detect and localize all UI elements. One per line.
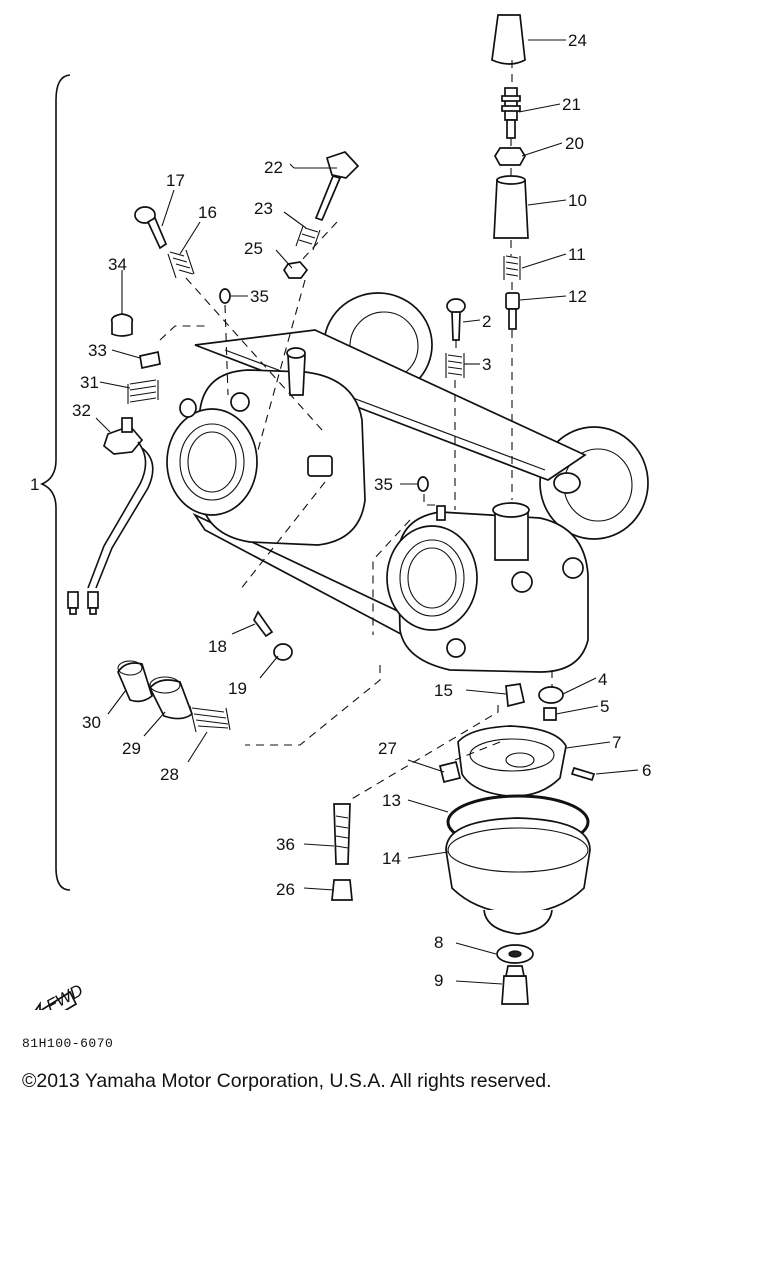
- fwd-arrow-icon: FWD: [34, 981, 86, 1010]
- fwd-label: FWD: [43, 981, 86, 1010]
- copyright-notice: ©2013 Yamaha Motor Corporation, U.S.A. A…: [22, 1070, 552, 1092]
- callout-label: 5: [600, 697, 609, 716]
- callout-label: 1: [30, 475, 39, 494]
- part-9-plug: [501, 965, 529, 1005]
- callout-label: 19: [228, 679, 247, 698]
- callout-label: 34: [108, 255, 127, 274]
- callout-label: 18: [208, 637, 227, 656]
- callout-label: 2: [482, 312, 491, 331]
- part-4-washer: [538, 686, 564, 704]
- callout-label: 27: [378, 739, 397, 758]
- callout-label: 14: [382, 849, 401, 868]
- part-3-spring: [445, 353, 465, 378]
- leader-lines: [95, 39, 639, 985]
- callout-label: 12: [568, 287, 587, 306]
- part-5-jet: [543, 707, 557, 721]
- callout-label: 35: [374, 475, 393, 494]
- carburetor-body: [166, 292, 649, 673]
- part-17-screw: [134, 206, 168, 250]
- part-18-pin: [253, 610, 274, 638]
- part-22-screw: [314, 151, 360, 222]
- callout-label: 26: [276, 880, 295, 899]
- part-24-cap: [491, 14, 526, 65]
- part-12-needle: [505, 292, 520, 330]
- part-23-spring: [295, 225, 321, 251]
- diagram-code: 81H100-6070: [22, 1036, 114, 1051]
- part-11-spring: [503, 255, 521, 280]
- part-32-choke-plunger: [67, 417, 154, 615]
- part-28-spring: [189, 705, 231, 733]
- part-20-nut: [494, 147, 526, 166]
- callout-label: 15: [434, 681, 453, 700]
- callout-label: 23: [254, 199, 273, 218]
- part-35-oring-right: [417, 476, 429, 492]
- callout-label: 33: [88, 341, 107, 360]
- assembly-bracket: [39, 74, 71, 891]
- part-30-collar: [117, 660, 153, 703]
- callout-label: 3: [482, 355, 491, 374]
- part-21-fitting: [501, 87, 521, 139]
- callout-label: 30: [82, 713, 101, 732]
- callout-label: 28: [160, 765, 179, 784]
- callout-label: 29: [122, 739, 141, 758]
- part-29-sleeve: [148, 676, 194, 720]
- part-19-clip: [273, 643, 293, 661]
- part-26-jet: [331, 879, 353, 901]
- part-15-jet: [505, 683, 526, 708]
- callout-label: 6: [642, 761, 651, 780]
- callout-label: 21: [562, 95, 581, 114]
- part-33-washer: [139, 350, 161, 370]
- part-36-needle-jet: [333, 803, 351, 865]
- callout-label: 11: [568, 245, 586, 264]
- callouts: 1 2 3 4 5 6 7 8 9 10 11 12 13 14 15 16 1…: [30, 31, 651, 990]
- callout-label: 7: [612, 733, 621, 752]
- part-35-oring-top: [219, 288, 231, 304]
- callout-label: 20: [565, 134, 584, 153]
- callout-label: 25: [244, 239, 263, 258]
- callout-label: 36: [276, 835, 295, 854]
- part-8-washer: [496, 944, 534, 964]
- callout-label: 32: [72, 401, 91, 420]
- callout-label: 16: [198, 203, 217, 222]
- part-25-nut: [282, 261, 309, 279]
- part-6-pin: [570, 766, 596, 782]
- float: [457, 725, 567, 798]
- part-16-spring: [167, 249, 195, 279]
- part-14-float-bowl: [445, 817, 591, 935]
- callout-label: 8: [434, 933, 443, 952]
- callout-label: 13: [382, 791, 401, 810]
- part-2-screw: [446, 298, 466, 341]
- callout-label: 9: [434, 971, 443, 990]
- part-27-screw: [438, 760, 462, 784]
- part-10-cap: [493, 175, 529, 239]
- callout-label: 4: [598, 670, 607, 689]
- callout-label: 22: [264, 158, 283, 177]
- callout-label: 24: [568, 31, 587, 50]
- callout-label: 10: [568, 191, 587, 210]
- callout-label: 31: [80, 373, 99, 392]
- reference-dash-lines: [159, 60, 553, 801]
- exploded-view-drawing: FWD: [30, 14, 651, 1010]
- part-34-cap: [110, 313, 134, 337]
- callout-label: 35: [250, 287, 269, 306]
- part-31-spring: [127, 379, 159, 404]
- callout-label: 17: [166, 171, 185, 190]
